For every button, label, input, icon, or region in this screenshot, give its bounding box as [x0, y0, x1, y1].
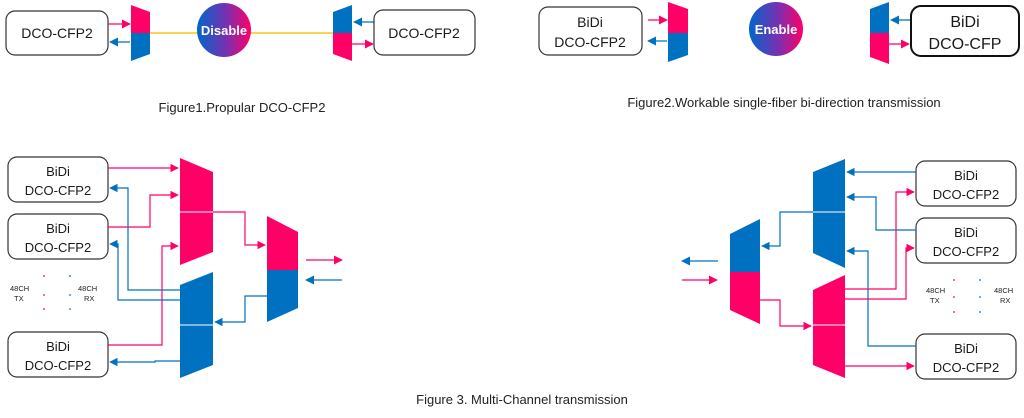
fig1-left-device-box [5, 10, 109, 56]
fig1-right-mux-bottom [333, 33, 352, 61]
fig2-right-mux-top [870, 2, 889, 33]
fig3-left-device-1-line1: BiDi [46, 164, 70, 179]
fig3-right-device-2-line1: BiDi [954, 225, 978, 240]
fig3-left-device-1-box [7, 156, 109, 203]
fig3-right-device-2-box [915, 217, 1017, 264]
fig2-caption: Figure2.Workable single-fiber bi-directi… [627, 95, 940, 110]
fig1-left-device-label: DCO-CFP2 [21, 25, 93, 41]
fig1-left-mux-bottom [131, 33, 150, 61]
fig2-left-mux-top [668, 2, 688, 33]
fig2-right-device-box [910, 5, 1020, 57]
fig3-left-rx-lines [109, 183, 267, 367]
fig3-left-rx-label-line2: RX [84, 294, 94, 303]
fig2-right-device-line1: BiDi [950, 14, 979, 31]
fig1-status-label: Disable [201, 23, 247, 38]
fig1-right-device-label: DCO-CFP2 [388, 25, 460, 41]
fig3-left-rx-mux-top [180, 272, 213, 325]
fig3-right-tx-mux-bottom [813, 212, 845, 268]
fig3-left-stage2-top [267, 216, 298, 270]
fig2-left-device-box [538, 6, 643, 56]
fig1-status-circle [197, 3, 251, 57]
fig3-right-device-1-line2: DCO-CFP2 [933, 187, 999, 202]
figure3-fiber [298, 255, 730, 285]
figure1: DCO-CFP2 Disable DCO-CFP2 Figure1.Propul… [5, 3, 476, 115]
fig3-left-tx-mux-bottom [180, 212, 213, 265]
fig3-right-tx-dots [953, 279, 955, 313]
fig2-status-circle [749, 2, 803, 56]
fig3-right-device-1-line1: BiDi [954, 168, 978, 183]
fig2-right-device-line2: DCO-CFP [929, 36, 1002, 53]
fig3-right-rx-lines [760, 187, 915, 371]
fig3-left-device-3-line1: BiDi [46, 339, 70, 354]
fig3-right-device-3-box [915, 333, 1017, 380]
fig3-left-tx-dots [43, 275, 45, 310]
fig3-left-tx-label-line1: 48CH [10, 284, 29, 293]
fig3-right-device-3-line1: BiDi [954, 341, 978, 356]
fig3-right-stage2-top [730, 219, 760, 272]
fig1-right-mux-top [333, 5, 352, 33]
fig3-right-rx-mux-bottom [813, 325, 845, 378]
fig3-right-device-2-line2: DCO-CFP2 [933, 244, 999, 259]
fig3-left-tx-label-line2: TX [14, 294, 24, 303]
fig3-left-device-3-box [7, 331, 109, 378]
fig3-right-tx-label-line1: 48CH [926, 286, 945, 295]
fig3-left-tx-lines [108, 163, 266, 346]
fig3-right-rx-label-line2: RX [1000, 296, 1010, 305]
fig3-right-tx-mux-top [813, 159, 845, 212]
fig3-left-tx-mux-top [180, 158, 213, 212]
figure3-right: BiDi DCO-CFP2 BiDi DCO-CFP2 BiDi DCO-CFP… [416, 159, 1017, 407]
fig3-left-stage2-bottom [267, 270, 298, 322]
fig3-right-device-1-box [915, 160, 1017, 207]
fig1-caption: Figure1.Propular DCO-CFP2 [159, 100, 326, 115]
fig3-right-stage2-bottom [730, 272, 760, 324]
fig3-right-tx-label-line2: TX [930, 296, 940, 305]
fig3-left-rx-mux-bottom [180, 325, 213, 378]
fig3-left-device-1-line2: DCO-CFP2 [25, 183, 91, 198]
fig2-left-mux-bottom [668, 33, 688, 62]
fig1-right-device-box [373, 9, 476, 56]
fig3-right-rx-dots [979, 279, 981, 313]
fig3-left-device-2-line1: BiDi [46, 221, 70, 236]
fig3-left-device-3-line2: DCO-CFP2 [25, 358, 91, 373]
fig3-left-rx-dots [69, 275, 71, 310]
fig3-left-device-2-box [7, 213, 109, 260]
fig2-status-label: Enable [755, 22, 798, 37]
fig2-left-device-line2: DCO-CFP2 [554, 34, 626, 50]
fig3-caption: Figure 3. Multi-Channel transmission [416, 392, 628, 407]
fig1-left-mux-top [131, 5, 150, 33]
fig3-right-rx-label-line1: 48CH [994, 286, 1013, 295]
fig2-right-mux-bottom [870, 33, 889, 64]
fig3-left-device-2-line2: DCO-CFP2 [25, 240, 91, 255]
fig2-left-device-line1: BiDi [577, 14, 603, 30]
fig3-left-rx-label-line1: 48CH [78, 284, 97, 293]
fig3-right-device-3-line2: DCO-CFP2 [933, 360, 999, 375]
fig3-right-rx-mux-top [813, 275, 845, 325]
figure3-left: BiDi DCO-CFP2 BiDi DCO-CFP2 BiDi DCO-CFP… [7, 156, 298, 378]
figure2: BiDi DCO-CFP2 Enable BiDi DCO-CFP Figure… [538, 2, 1020, 110]
